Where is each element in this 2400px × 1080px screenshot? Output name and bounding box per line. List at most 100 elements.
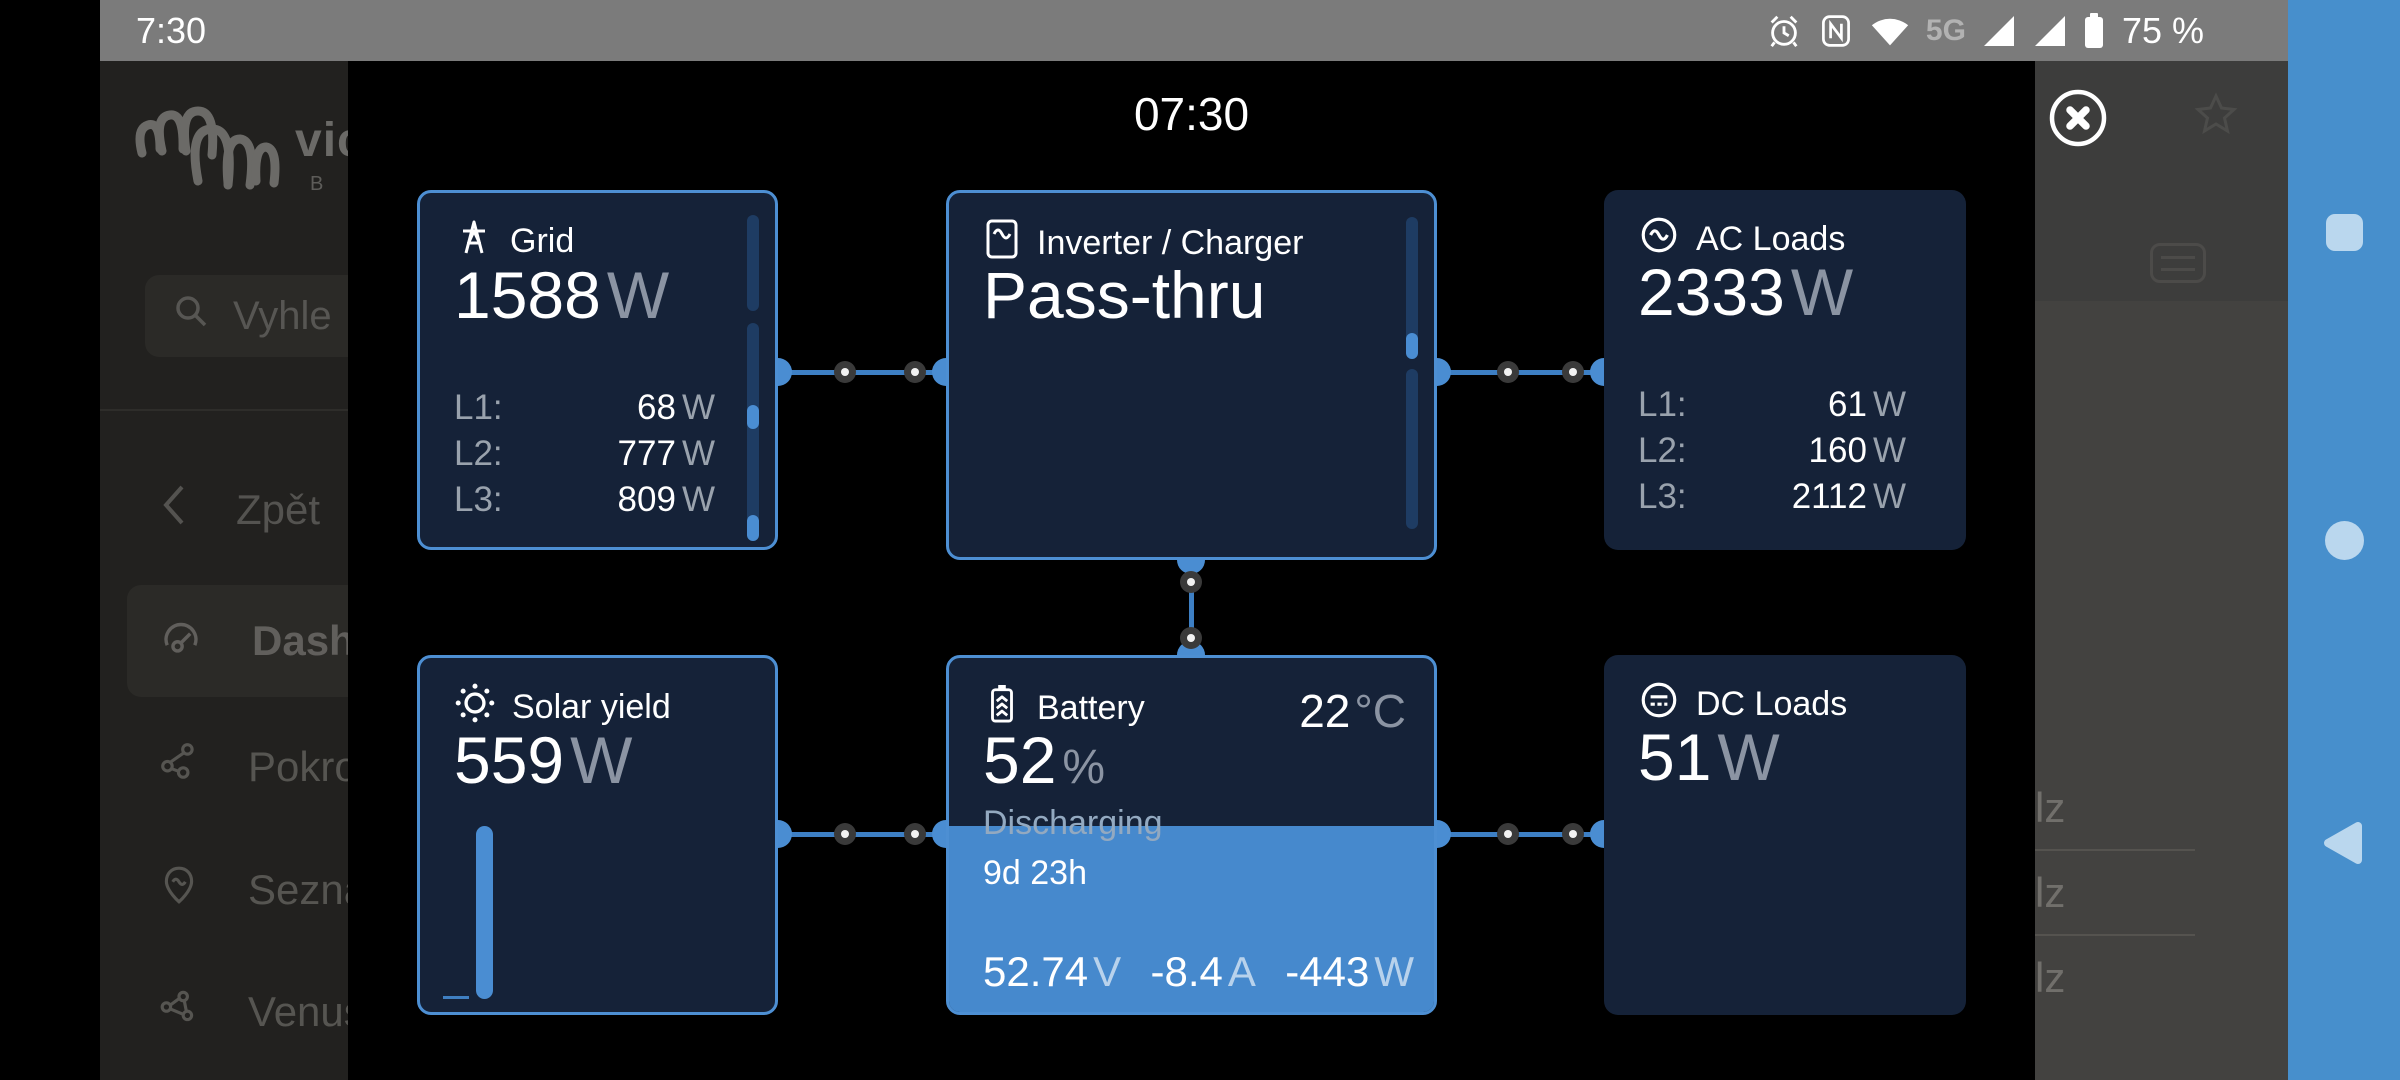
recents-button[interactable] (2326, 214, 2363, 251)
sidebar-item-advanced[interactable]: Pokroč (158, 741, 348, 793)
flow-line (780, 832, 944, 837)
scroll-thumb (747, 405, 759, 429)
flow-line (1439, 832, 1602, 837)
flow-line (780, 370, 944, 375)
sidebar-active-highlight (127, 585, 348, 697)
sidebar-item-venus[interactable]: Venus (158, 986, 348, 1038)
battery-time-to-go: 9d 23h (983, 854, 1087, 892)
modal-time-title: 07:30 (1133, 88, 1250, 140)
flow-dot (904, 823, 926, 845)
sidebar-item-label: Pokroč (248, 743, 348, 790)
status-time: 7:30 (136, 9, 207, 51)
gauge-icon (158, 613, 204, 669)
flow-dot (904, 361, 926, 383)
battery-card[interactable]: Battery 22°C 52% Discharging 9d 23h 52.7… (946, 655, 1437, 1015)
flow-dot (1497, 361, 1519, 383)
solar-yield-card[interactable]: Solar yield 559W (417, 655, 778, 1015)
brand-text: vic (295, 114, 348, 167)
list-separator (2035, 934, 2195, 936)
back-button[interactable]: Zpět (158, 481, 320, 539)
wifi-icon (1869, 13, 1911, 49)
search-input[interactable]: Vyhle (145, 275, 348, 357)
background-right-panel: lz lz lz (2035, 61, 2288, 1080)
search-icon (171, 291, 211, 341)
battery-status-icon (2083, 12, 2105, 50)
flow-line (1439, 370, 1602, 375)
sidebar-item-label: Venus (248, 988, 348, 1035)
home-button[interactable] (2325, 521, 2364, 560)
sidebar-item-label: Dashb (252, 617, 348, 664)
flow-node (1177, 560, 1205, 574)
background-list: lz lz lz (2035, 766, 2288, 1019)
solar-power-value: 559W (454, 723, 633, 797)
sidebar-item-device-list[interactable]: Seznam (158, 864, 348, 916)
chevron-left-icon (158, 481, 188, 539)
pylon-icon (454, 217, 494, 266)
solar-history-baseline (443, 996, 469, 999)
flow-node (1437, 820, 1451, 848)
battery-soc: 52% (983, 723, 1106, 797)
signal-icon (1981, 13, 2017, 49)
inverter-mode: Pass-thru (983, 258, 1266, 332)
flow-line (1189, 562, 1194, 654)
scroll-thumb (747, 515, 759, 541)
network-type-label: 5G (1925, 13, 1966, 47)
victron-logo-icon (128, 101, 293, 226)
alarm-icon (1765, 11, 1803, 51)
card-title: Grid (510, 222, 575, 260)
dc-loads-card[interactable]: DC Loads 51W (1604, 655, 1966, 1015)
background-toolbar (2035, 61, 2288, 301)
scroll-track (1406, 217, 1418, 353)
sidebar-divider (100, 409, 348, 411)
flow-node (778, 358, 792, 386)
android-nav-bar (2288, 0, 2400, 1080)
card-title: DC Loads (1696, 685, 1848, 723)
back-nav-button[interactable] (2320, 818, 2368, 873)
close-button[interactable] (2046, 86, 2110, 150)
nfc-icon (1818, 11, 1854, 51)
status-bar: 7:30 5G 75 % (100, 0, 2288, 61)
flow-dot (834, 361, 856, 383)
sidebar-item-dashboard[interactable]: Dashb (158, 613, 348, 669)
flow-dot (1497, 823, 1519, 845)
flow-node (778, 820, 792, 848)
background-sidebar: vic B Vyhle Zpět Dashb Pokroč Seznam Ven… (100, 61, 348, 1080)
dc-loads-power-value: 51W (1638, 720, 1780, 794)
brand-subtext: B (310, 173, 324, 195)
battery-state: Discharging (983, 804, 1163, 842)
scroll-track (1406, 369, 1418, 529)
signal2-icon (2032, 13, 2068, 49)
status-icons: 5G 75 % (1765, 10, 2288, 52)
card-title: Solar yield (512, 688, 671, 726)
list-separator (2035, 849, 2195, 851)
flow-dot (1180, 571, 1202, 593)
flow-dot (834, 823, 856, 845)
flow-node (1437, 358, 1451, 386)
sliders-icon (2150, 243, 2206, 283)
ac-loads-power-value: 2333W (1638, 255, 1854, 329)
battery-soc-fill (949, 826, 1434, 1012)
flow-node (932, 820, 946, 848)
card-title: Inverter / Charger (1037, 224, 1304, 262)
flow-dot (1180, 627, 1202, 649)
battery-icon (983, 682, 1021, 735)
flow-dot (1562, 823, 1584, 845)
inverter-card[interactable]: Inverter / Charger Pass-thru (946, 190, 1437, 560)
sidebar-item-label: Seznam (248, 866, 348, 913)
back-label: Zpět (236, 486, 321, 533)
flow-node (932, 358, 946, 386)
sun-icon (454, 682, 496, 733)
list-item: lz (2035, 783, 2066, 831)
search-placeholder: Vyhle (233, 293, 332, 338)
ac-sine-icon (1638, 214, 1680, 265)
share-graph-icon (158, 741, 200, 793)
flow-node (1590, 820, 1604, 848)
battery-temperature: 22°C (1299, 685, 1406, 737)
